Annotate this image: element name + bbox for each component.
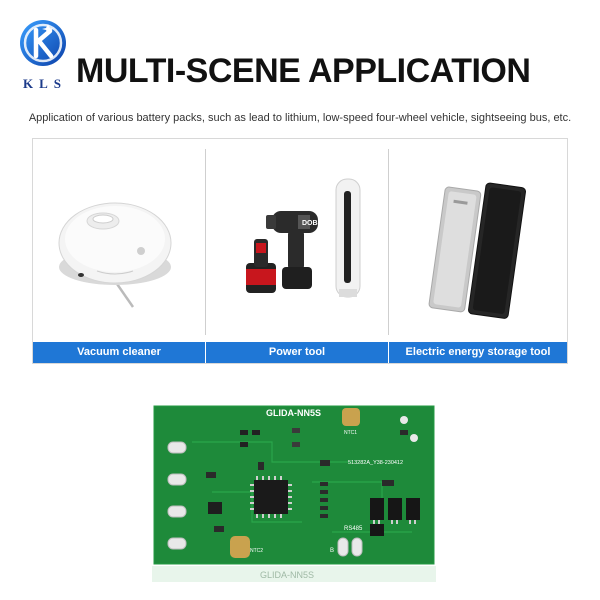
kls-logo-icon: [20, 20, 66, 66]
panel-divider: [205, 149, 206, 335]
pcb-model-label: GLIDA-NN5S: [266, 408, 321, 418]
pcb-rs485-label: RS485: [344, 526, 363, 532]
pcb-ntc1-label: NTC1: [344, 430, 357, 436]
pcb-b-label: B: [330, 548, 334, 554]
power-tool-icon: DOBEX: [246, 178, 361, 298]
panel-vacuum-cleaner: Vacuum cleaner: [33, 139, 205, 363]
pcb-ntc2-label: NTC2: [250, 548, 263, 554]
panel-divider: [388, 149, 389, 335]
caption-power-tool: Power tool: [206, 342, 388, 363]
robot-vacuum-icon: [58, 202, 172, 308]
caption-vacuum-cleaner: Vacuum cleaner: [33, 342, 205, 363]
power-bank-icon: [428, 182, 526, 319]
pcb-serial-label: 513282A_Y38-230412: [348, 460, 403, 466]
brand-logo: KLS: [16, 18, 74, 96]
drill-brand-text: DOBEX: [302, 220, 327, 227]
panel-power-tool: DOBEX Power tool: [206, 139, 388, 363]
bms-circuit-board: GLIDA-NN5S GLIDA-NN5S NTC1 513282A_Y38-2…: [152, 405, 436, 582]
pcb-reflection-label: GLIDA-NN5S: [260, 570, 314, 580]
page-title: MULTI-SCENE APPLICATION: [76, 52, 531, 90]
panel-energy-storage: Electric energy storage tool: [389, 139, 567, 363]
caption-energy-storage: Electric energy storage tool: [389, 342, 567, 363]
application-panels: Vacuum cleaner DOBEX Power tool: [32, 138, 568, 364]
brand-logo-text: KLS: [22, 76, 67, 91]
page-subtitle: Application of various battery packs, su…: [28, 112, 572, 124]
